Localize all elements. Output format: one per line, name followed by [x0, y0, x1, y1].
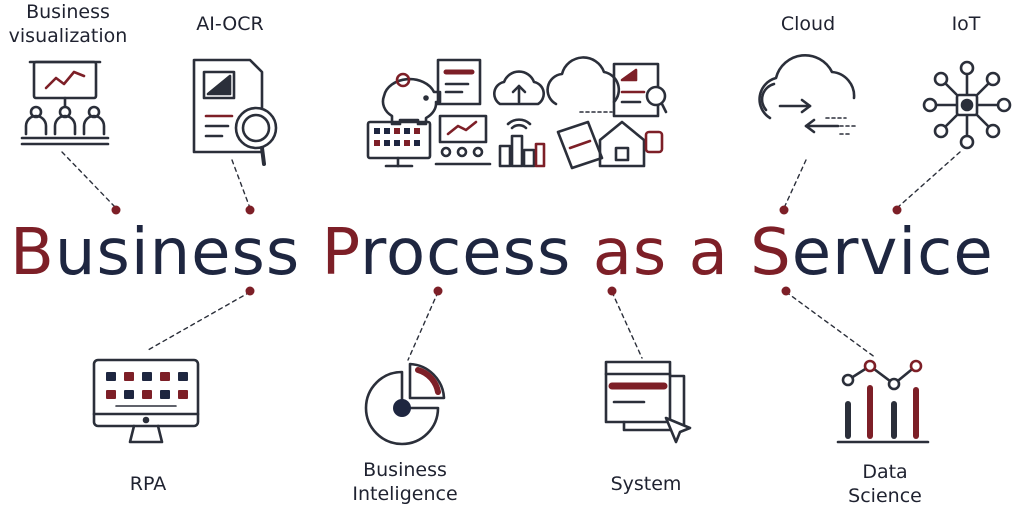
label-system: System	[610, 473, 682, 495]
title-segment: a	[688, 216, 729, 290]
pie-chart-icon	[364, 362, 446, 446]
label-ai-ocr: AI-OCR	[196, 13, 264, 35]
title-segment: as	[592, 216, 668, 290]
label-business-visualization: Business visualization	[8, 1, 128, 47]
document-magnifier-icon	[192, 58, 278, 166]
rpa-dots	[106, 372, 188, 399]
label-iot: IoT	[951, 13, 981, 35]
presentation-board-icon	[20, 60, 110, 146]
data-science-chart-icon	[836, 359, 930, 444]
label-business-inteligence: Business Inteligence	[352, 459, 458, 505]
iot-network-icon	[922, 60, 1012, 150]
title-segment: B	[10, 216, 55, 290]
title-segment: P	[321, 216, 361, 290]
connector-lines	[61, 151, 961, 361]
headline-title: Business Process as a Service	[10, 208, 994, 298]
title-segment: rocess	[360, 216, 593, 290]
connector-dots	[111, 205, 902, 296]
title-segment: S	[750, 216, 792, 290]
label-data-science: Data Science	[848, 461, 922, 507]
collage-monitor-dots	[374, 128, 420, 146]
cloud-sync-icon	[758, 54, 859, 135]
title-segment: usiness	[54, 216, 322, 290]
system-window-icon	[604, 360, 692, 444]
business-collage-icon	[366, 56, 668, 170]
label-cloud: Cloud	[780, 13, 836, 35]
label-rpa: RPA	[129, 473, 167, 495]
rpa-monitor-icon	[92, 358, 200, 444]
title-segment: ervice	[791, 216, 994, 290]
